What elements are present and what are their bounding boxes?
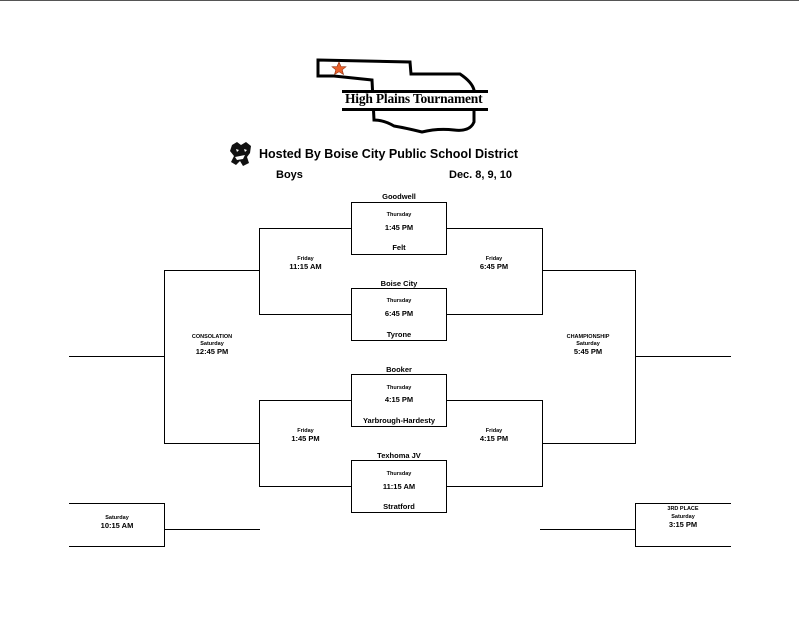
win-semi-top-time: 6:45 PM	[479, 262, 509, 271]
championship-day: Saturday	[576, 341, 600, 347]
game2-time: 6:45 PM	[384, 309, 414, 318]
game1-day: Thursday	[386, 212, 412, 218]
third-place-label: 3RD PLACE	[667, 506, 699, 512]
third-place-day: Saturday	[671, 514, 695, 520]
game3-day: Thursday	[386, 385, 412, 391]
seventh-place-day: Saturday	[105, 515, 129, 521]
division-label: Boys	[276, 169, 303, 181]
panther-mascot-icon	[230, 142, 251, 166]
third-place-time: 3:15 PM	[668, 520, 698, 529]
win-semi-bottom-day: Friday	[485, 428, 503, 434]
cons-semi-bottom-day: Friday	[297, 428, 314, 434]
top-border	[0, 0, 799, 1]
team-goodwell: Goodwell	[382, 192, 416, 201]
tournament-dates: Dec. 8, 9, 10	[449, 169, 512, 181]
consolation-day: Saturday	[200, 341, 224, 347]
team-yarbrough-hardesty: Yarbrough-Hardesty	[362, 416, 436, 425]
seventh-place-time: 10:15 AM	[100, 521, 134, 530]
win-semi-bottom-time: 4:15 PM	[479, 434, 509, 443]
game2-day: Thursday	[386, 298, 412, 304]
cons-semi-top-time: 11:15 AM	[289, 262, 322, 271]
cons-semi-top-day: Friday	[297, 256, 314, 262]
team-stratford: Stratford	[383, 502, 415, 511]
star-icon	[331, 61, 347, 76]
game4-day: Thursday	[386, 471, 412, 477]
team-felt: Felt	[392, 243, 406, 252]
consolation-time: 12:45 PM	[195, 347, 229, 356]
game3-time: 4:15 PM	[384, 395, 414, 404]
oklahoma-map-logo-icon	[316, 58, 488, 134]
cons-semi-bottom-time: 1:45 PM	[291, 434, 320, 443]
championship-time: 5:45 PM	[573, 347, 603, 356]
team-texhoma-jv: Texhoma JV	[377, 451, 421, 460]
game4-time: 11:15 AM	[382, 482, 416, 491]
logo-title: High Plains Tournament	[345, 91, 483, 106]
win-semi-top-day: Friday	[485, 256, 503, 262]
championship-label: CHAMPIONSHIP	[566, 334, 610, 340]
team-booker: Booker	[386, 365, 412, 374]
game1-time: 1:45 PM	[384, 223, 414, 232]
consolation-label: CONSOLATION	[191, 334, 233, 340]
team-tyrone: Tyrone	[386, 330, 412, 339]
team-boise-city: Boise City	[380, 279, 418, 288]
hosted-by: Hosted By Boise City Public School Distr…	[259, 147, 519, 161]
